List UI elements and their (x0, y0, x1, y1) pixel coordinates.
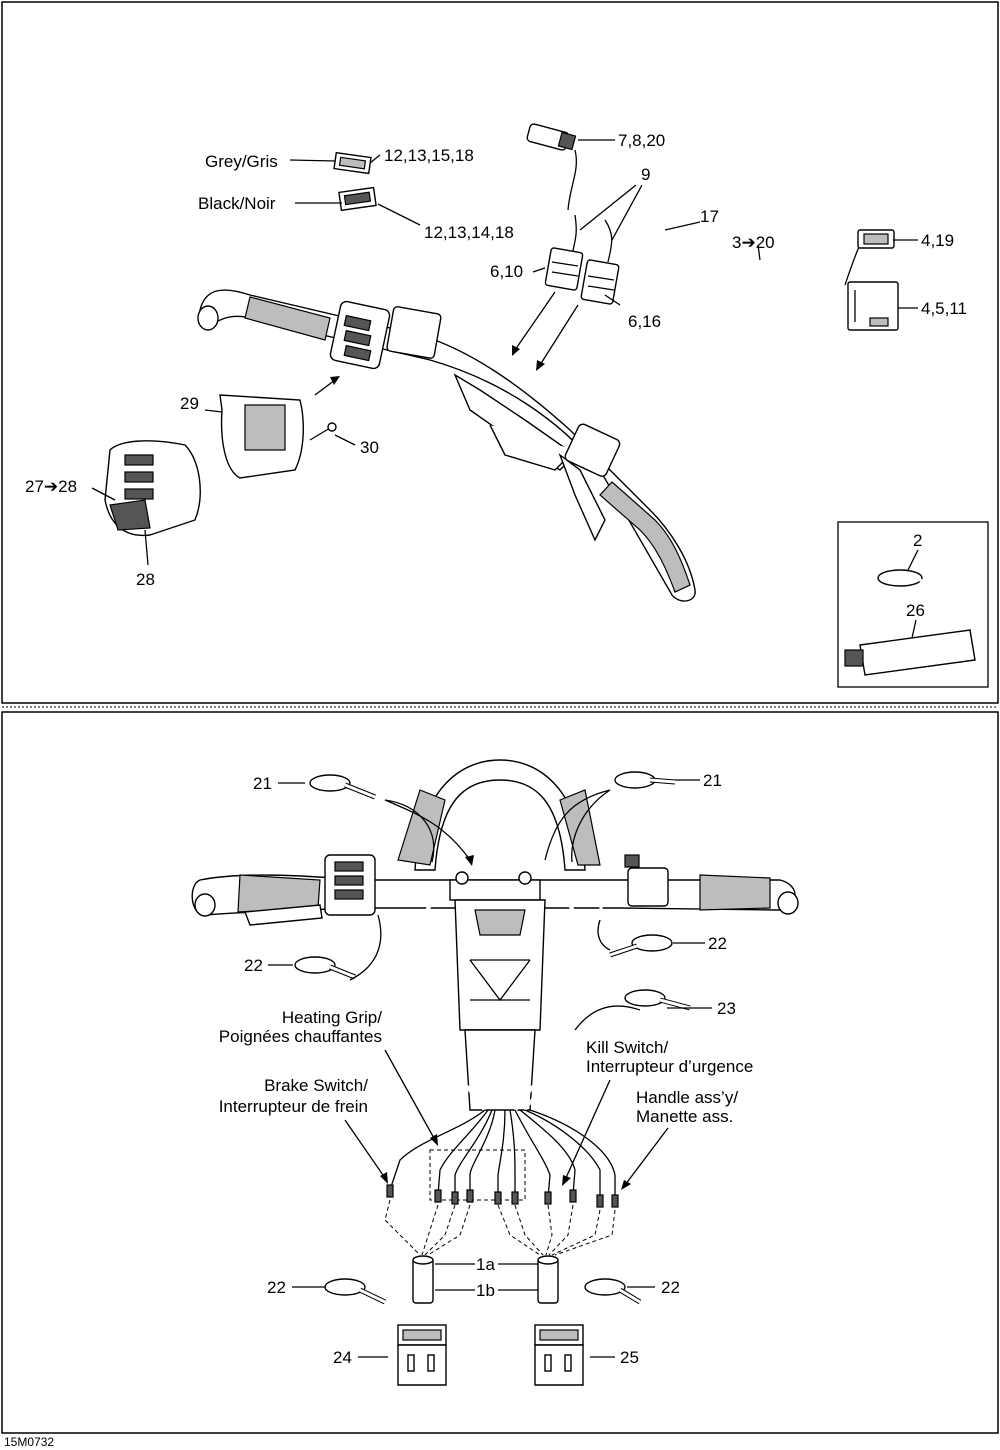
connector-4-19 (857, 229, 895, 249)
drawing-code: 15M0732 (4, 1435, 54, 1449)
label-ref-23: 23 (717, 999, 736, 1018)
top-labels: Grey/Gris Black/Noir 12,13,15,18 12,13,1… (25, 131, 967, 620)
label-black-noir: Black/Noir (198, 194, 276, 213)
inset-box (837, 521, 989, 688)
connector-24 (397, 1324, 447, 1386)
label-ref-1b: 1b (476, 1281, 495, 1300)
black-connector (338, 186, 377, 212)
label-ref-30: 30 (360, 438, 379, 457)
label-heating-grip-fr: Poignées chauffantes (219, 1027, 382, 1046)
label-ref-3-20: 3➔20 (732, 233, 775, 252)
cable-tie-22-bottom-left (324, 1278, 387, 1305)
label-ref-1a: 1a (476, 1255, 495, 1274)
label-ref-6-16: 6,16 (628, 312, 661, 331)
label-ref-9: 9 (641, 165, 650, 184)
cable-tie-22-right (609, 934, 673, 958)
connector-6-10 (544, 247, 584, 291)
label-ref-28: 28 (136, 570, 155, 589)
cable-tie-2 (877, 549, 946, 592)
label-ref-22-right: 22 (708, 934, 727, 953)
bottom-labels: 21 21 22 22 23 Heating Grip/ Poignées ch… (219, 771, 754, 1367)
label-ref-7-8-20: 7,8,20 (618, 131, 665, 150)
label-ref-6-10: 6,10 (490, 262, 523, 281)
label-handle-en: Handle ass’y/ (636, 1088, 738, 1107)
label-ref-27-28: 27➔28 (25, 477, 77, 496)
label-kill-switch-fr: Interrupteur d’urgence (586, 1057, 753, 1076)
label-ref-17: 17 (700, 207, 719, 226)
label-ref-24: 24 (333, 1348, 352, 1367)
label-handle-fr: Manette ass. (636, 1107, 733, 1126)
screw-30 (309, 422, 337, 441)
top-leaders (91, 139, 918, 566)
label-inset-ref-2: 2 (913, 531, 922, 550)
cable-tie-23 (624, 989, 691, 1011)
label-ref-25: 25 (620, 1348, 639, 1367)
cable-tie-21-right (614, 771, 676, 789)
label-ref-12-13-14-18: 12,13,14,18 (424, 223, 514, 242)
cable-tie-22-bottom-right (584, 1278, 642, 1305)
label-ref-22-left: 22 (244, 956, 263, 975)
cable-tie-22-left (294, 956, 356, 980)
label-brake-switch-fr: Interrupteur de frein (219, 1097, 368, 1116)
grey-connector (333, 151, 372, 175)
switch-assembly-27-28 (104, 440, 201, 537)
top-panel-frame (1, 1, 999, 704)
bottom-leaders (268, 779, 712, 1358)
wire-fanout (384, 1109, 619, 1256)
label-ref-21-right: 21 (703, 771, 722, 790)
label-ref-21-left: 21 (253, 774, 272, 793)
bottom-panel-frame (1, 711, 999, 1434)
label-brake-switch-en: Brake Switch/ (264, 1076, 368, 1095)
handlebar-bottom (191, 759, 799, 1112)
label-inset-ref-26: 26 (906, 601, 925, 620)
grease-tube-26 (844, 619, 976, 676)
terminal-housing-right (537, 1255, 559, 1304)
label-grey-gris: Grey/Gris (205, 152, 278, 171)
connector-6-16 (580, 259, 620, 305)
top-harness-connector (526, 123, 577, 151)
label-ref-29: 29 (180, 394, 199, 413)
label-ref-4-19: 4,19 (921, 231, 954, 250)
terminal-housing-left (412, 1255, 434, 1304)
switch-housing-29 (219, 394, 304, 479)
label-ref-22-bottom-right: 22 (661, 1278, 680, 1297)
label-ref-4-5-11: 4,5,11 (921, 299, 967, 318)
connector-4-5-11 (847, 281, 899, 331)
handlebar-top (197, 289, 696, 602)
label-ref-12-13-15-18: 12,13,15,18 (384, 146, 474, 165)
label-ref-22-bottom-left: 22 (267, 1278, 286, 1297)
connector-25 (534, 1324, 584, 1386)
cable-tie-21-left (309, 774, 376, 800)
label-heating-grip-en: Heating Grip/ (282, 1008, 382, 1027)
label-kill-switch-en: Kill Switch/ (586, 1038, 668, 1057)
